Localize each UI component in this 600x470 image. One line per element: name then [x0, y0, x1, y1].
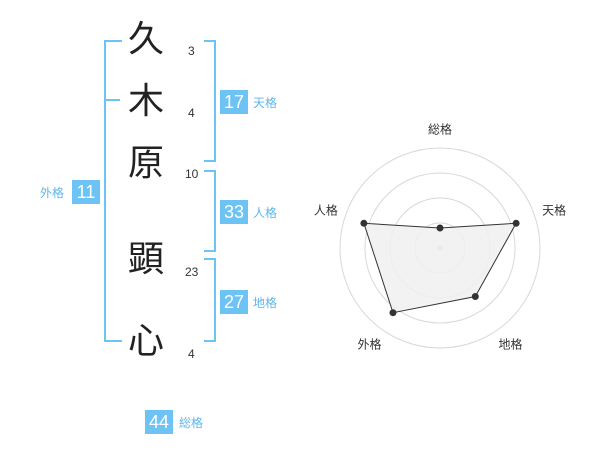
- tenkaku-bracket: [204, 40, 216, 162]
- soukaku-label: 総格: [179, 416, 204, 430]
- stroke-count-1: 3: [188, 44, 195, 58]
- jinkaku-label: 人格: [253, 206, 278, 220]
- radar-axis-label-1: 総格: [428, 122, 452, 137]
- gaikaku-label: 外格: [40, 186, 65, 200]
- name-char-3: 原: [127, 143, 164, 184]
- radar-axis-label-5: 人格: [314, 202, 338, 217]
- stroke-count-4: 23: [185, 265, 199, 279]
- radar-point-5: [360, 219, 368, 227]
- radar-axis-label-3: 地格: [498, 337, 522, 352]
- radar-point-2: [512, 219, 520, 227]
- stroke-count-3: 10: [185, 167, 199, 181]
- chikaku-bracket: [204, 258, 216, 342]
- chikaku-label: 地格: [253, 296, 278, 310]
- radar-point-4: [389, 309, 397, 317]
- name-char-4: 顕: [127, 239, 164, 280]
- radar-ring-3: [364, 172, 516, 324]
- stroke-count-2: 4: [188, 106, 195, 120]
- name-char-2: 木: [127, 81, 164, 122]
- radar-polygon: [363, 222, 517, 314]
- radar-series: [363, 222, 517, 314]
- name-char-5: 心: [127, 321, 164, 362]
- radar-point-3: [471, 293, 479, 300]
- radar-point-1: [436, 224, 444, 232]
- radar-axis-label-2: 天格: [542, 202, 566, 217]
- gaikaku-bracket: [104, 40, 122, 342]
- name-char-1: 久: [127, 19, 164, 60]
- tenkaku-value: 17: [220, 90, 248, 114]
- radar-points: [360, 219, 520, 317]
- tenkaku-label: 天格: [253, 96, 278, 110]
- radar-ring-4: [339, 147, 541, 349]
- gaikaku-value: 11: [72, 180, 100, 204]
- radar-axis-label-4: 外格: [357, 337, 381, 352]
- soukaku-value: 44: [145, 410, 173, 434]
- gaikaku-bracket-tick: [104, 99, 120, 101]
- jinkaku-bracket: [204, 170, 216, 252]
- jinkaku-value: 33: [220, 200, 248, 224]
- chikaku-value: 27: [220, 290, 248, 314]
- stroke-count-5: 4: [188, 347, 195, 361]
